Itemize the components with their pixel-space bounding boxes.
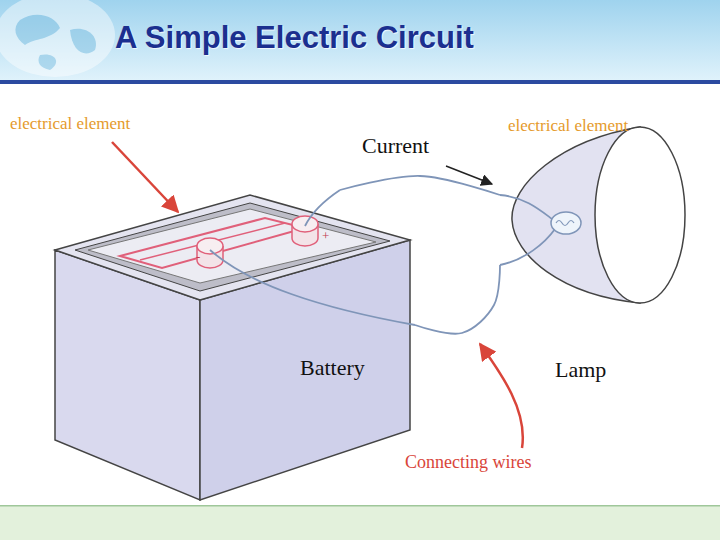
footer-rule [0,505,720,507]
lamp-shape: Lamp [500,125,695,395]
slide-title: A Simple Electric Circuit [115,20,474,56]
callout-label: electrical element [10,114,130,134]
callout-label: Connecting wires [405,452,531,473]
current-label: Current [362,133,429,159]
lamp-lens [595,127,685,303]
connecting-wire [340,176,500,195]
globe-graphic [0,0,115,77]
wire [500,229,555,265]
battery-top [55,195,410,300]
battery-cell [140,223,285,260]
wire [500,195,552,219]
callout-label: electrical element [508,116,628,136]
leader-line [112,142,178,212]
leader-line [480,344,523,448]
node-label: Battery [300,355,365,381]
lamp-bulb [551,212,581,234]
battery-cell [120,218,305,268]
battery-box: Battery [50,190,415,505]
polarity-mark: + [322,228,329,244]
battery-terminal [197,238,223,254]
illustration [50,190,415,505]
header-rule [0,80,720,84]
illustration [500,125,695,395]
footer-band [0,505,720,540]
battery-rim [75,203,390,291]
wire [305,190,340,226]
node-label: Lamp [555,357,606,383]
polarity-mark: - [196,249,200,265]
battery-terminal [292,216,318,232]
wire [210,250,415,325]
connecting-wire [415,265,500,334]
battery-lid [88,209,376,283]
lamp-filament [556,221,574,226]
